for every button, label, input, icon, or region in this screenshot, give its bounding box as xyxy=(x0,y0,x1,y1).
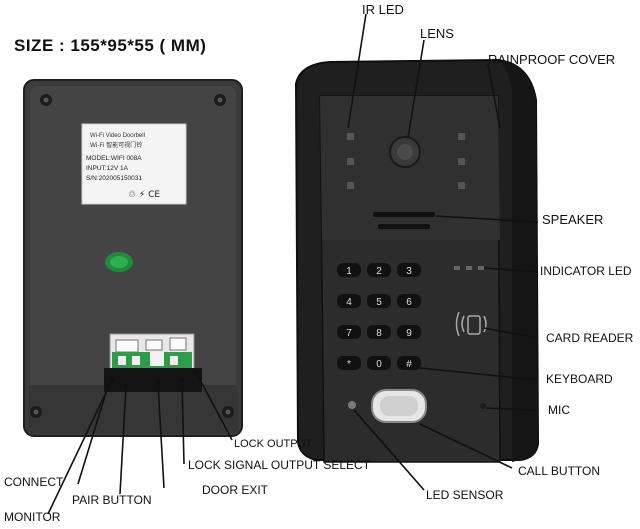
label-lock-output: LOCK OUTPUT xyxy=(234,438,313,450)
label-monitor: MONITOR xyxy=(4,510,61,524)
svg-text:3: 3 xyxy=(406,266,412,277)
card-reader-icon xyxy=(455,311,487,337)
svg-text:7: 7 xyxy=(346,328,352,339)
key-3: 3 xyxy=(397,263,421,277)
label-led-sensor: LED SENSOR xyxy=(426,488,504,502)
speaker-grille xyxy=(373,212,435,217)
svg-text:0: 0 xyxy=(376,359,382,370)
product-sticker xyxy=(81,123,187,205)
svg-text:4: 4 xyxy=(346,297,352,308)
svg-text:*: * xyxy=(347,359,351,370)
back-unit: Wi-Fi Video Doorbell Wi-Fi 智能可视门铃 MODEL:… xyxy=(23,79,243,437)
svg-text:S/N:202005150031: S/N:202005150031 xyxy=(86,175,142,182)
label-pair-button: PAIR BUTTON xyxy=(72,493,152,507)
label-indicator-led: INDICATOR LED xyxy=(540,264,632,278)
key-6: 6 xyxy=(397,294,421,308)
label-mic: MIC xyxy=(548,403,570,417)
mic-hole xyxy=(480,403,486,409)
led-sensor xyxy=(348,401,356,409)
key-0: 0 xyxy=(367,356,391,370)
key-star: * xyxy=(337,356,361,370)
keypad: 1 2 3 4 5 6 7 8 9 * 0 # xyxy=(337,263,421,370)
size-title: SIZE : 155*95*55 ( MM) xyxy=(14,36,207,55)
svg-text:6: 6 xyxy=(406,297,412,308)
svg-text:Wi-Fi Video Doorbell: Wi-Fi Video Doorbell xyxy=(90,133,145,139)
svg-text:Wi-Fi 智能可视门铃: Wi-Fi 智能可视门铃 xyxy=(90,141,142,149)
key-5: 5 xyxy=(367,294,391,308)
label-speaker: SPEAKER xyxy=(542,212,604,227)
leader-lines xyxy=(47,13,539,515)
cert-marks: ♲ ⚡ CE xyxy=(128,190,160,200)
front-unit xyxy=(294,58,540,463)
svg-text:8: 8 xyxy=(376,328,382,339)
svg-text:INPUT:12V 1A: INPUT:12V 1A xyxy=(86,165,129,172)
key-1: 1 xyxy=(337,263,361,277)
key-2: 2 xyxy=(367,263,391,277)
svg-text:9: 9 xyxy=(406,328,412,339)
label-rainproof-cover: RAINPROOF COVER xyxy=(488,52,616,67)
label-door-exit: DOOR EXIT xyxy=(202,483,269,497)
label-keyboard: KEYBOARD xyxy=(546,372,613,386)
label-lens: LENS xyxy=(420,26,454,41)
svg-text:5: 5 xyxy=(376,297,382,308)
label-card-reader: CARD READER xyxy=(546,331,634,345)
svg-text:1: 1 xyxy=(346,266,352,277)
key-4: 4 xyxy=(337,294,361,308)
key-9: 9 xyxy=(397,325,421,339)
key-hash: # xyxy=(397,356,421,370)
key-7: 7 xyxy=(337,325,361,339)
leader-dots xyxy=(105,369,199,389)
label-call-button: CALL BUTTON xyxy=(518,464,601,478)
svg-text:MODEL:WIFI 008A: MODEL:WIFI 008A xyxy=(86,155,142,162)
label-ir-led: IR LED xyxy=(362,2,404,17)
label-lock-signal-output-select: LOCK SIGNAL OUTPUT SELECT xyxy=(188,458,371,472)
label-connect: CONNECT xyxy=(4,475,64,489)
svg-text:2: 2 xyxy=(376,266,382,277)
key-8: 8 xyxy=(367,325,391,339)
terminal-block xyxy=(104,368,202,392)
svg-text:#: # xyxy=(406,359,412,370)
